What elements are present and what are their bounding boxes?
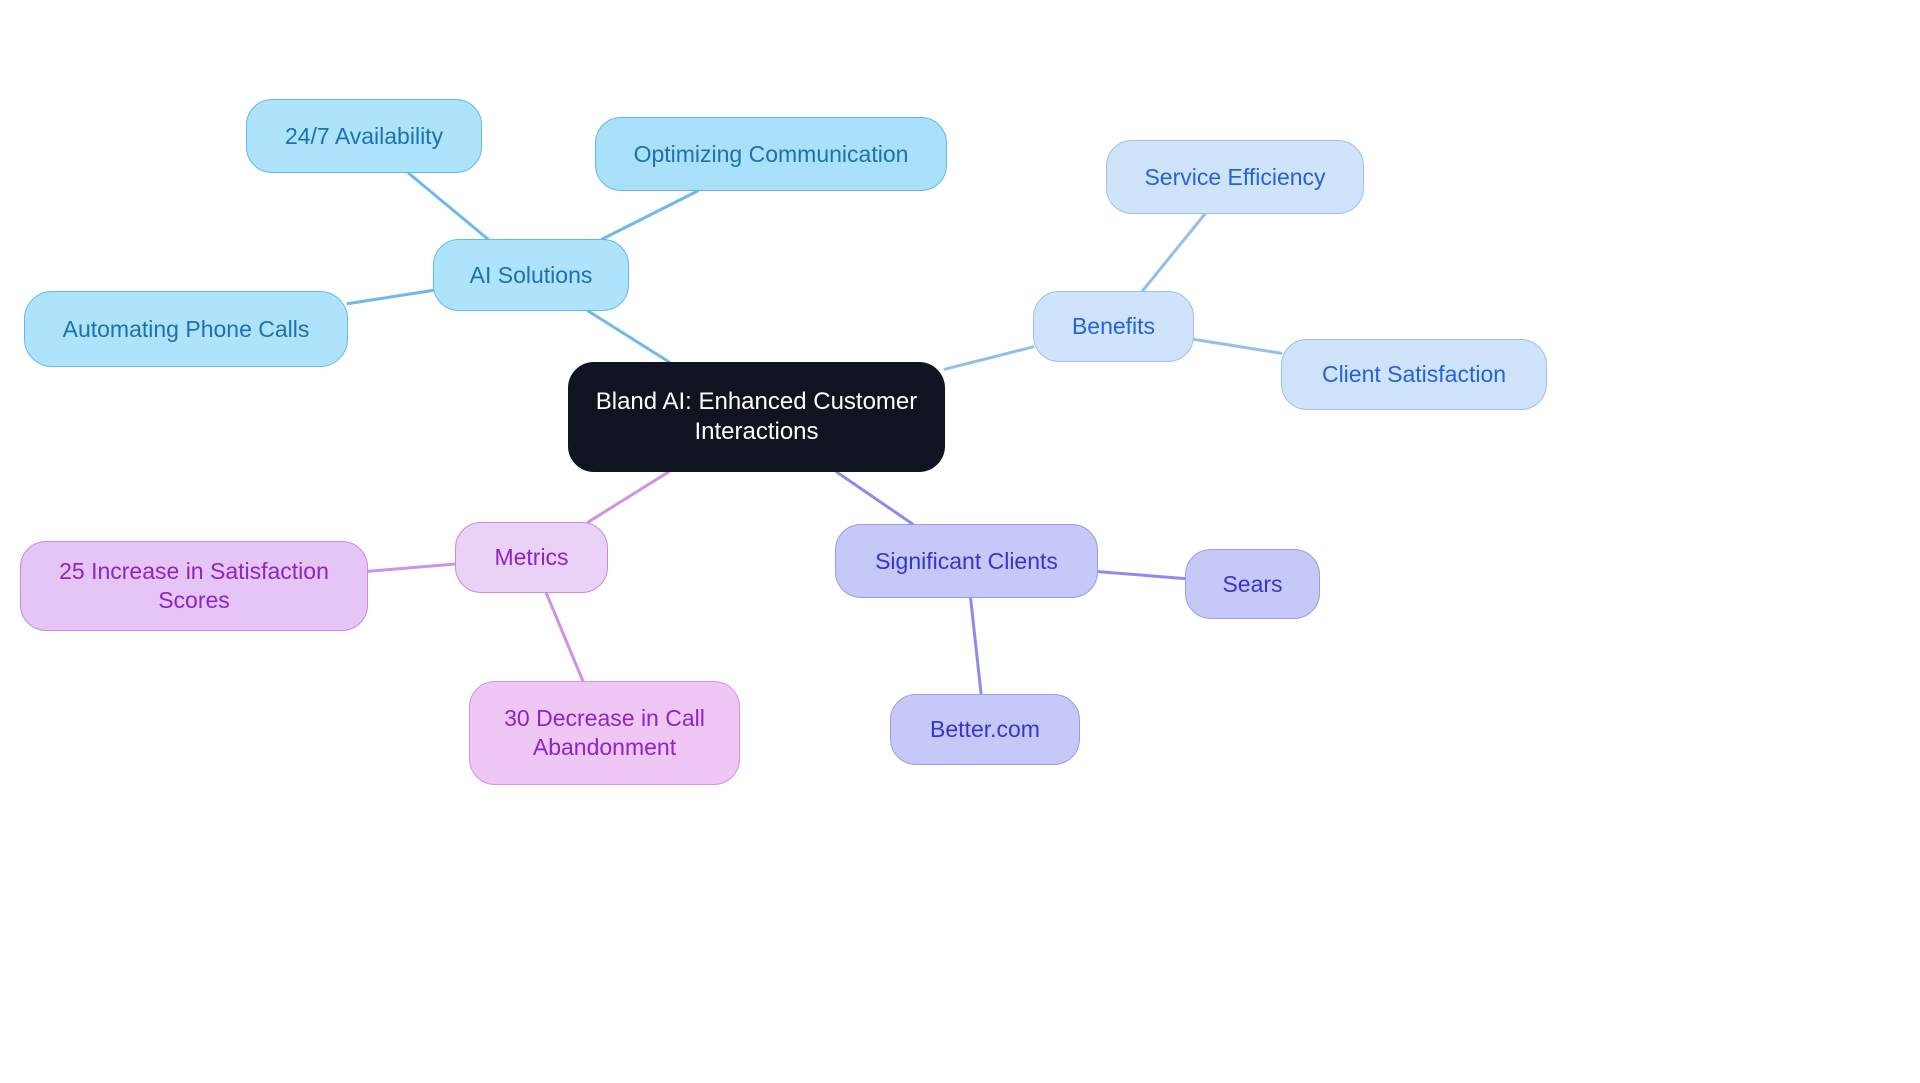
mindmap-edge-significant-clients-better-com xyxy=(969,596,983,696)
node-label: Automating Phone Calls xyxy=(62,315,310,342)
node-label: 24/7 Availability xyxy=(284,122,444,149)
mindmap-node-better-com[interactable]: Better.com xyxy=(890,694,1080,765)
node-label: Metrics xyxy=(494,544,569,571)
mindmap-edge-metrics-call-abandonment xyxy=(544,591,585,683)
node-label: Service Efficiency xyxy=(1144,163,1326,190)
mindmap-edge-ai-solutions-optimizing-communication xyxy=(600,189,700,241)
mindmap-node-metrics[interactable]: Metrics xyxy=(455,522,608,593)
mindmap-node-automating-phone-calls[interactable]: Automating Phone Calls xyxy=(24,291,348,367)
mindmap-edge-ai-solutions-availability xyxy=(406,171,490,241)
mindmap-edge-ai-solutions-automating-phone-calls xyxy=(346,288,435,306)
node-label: Better.com xyxy=(930,716,1040,743)
mindmap-node-availability[interactable]: 24/7 Availability xyxy=(246,99,482,173)
mindmap-node-call-abandonment[interactable]: 30 Decrease in Call Abandonment xyxy=(469,681,740,785)
node-label: Sears xyxy=(1222,570,1283,597)
mindmap-node-optimizing-communication[interactable]: Optimizing Communication xyxy=(595,117,947,191)
mindmap-edge-benefits-service-efficiency xyxy=(1140,212,1207,293)
mindmap-edge-root-ai-solutions xyxy=(586,309,671,364)
node-label: Bland AI: Enhanced Customer Interactions xyxy=(595,387,918,445)
mindmap-edge-root-metrics xyxy=(586,470,670,524)
mindmap-node-client-satisfaction[interactable]: Client Satisfaction xyxy=(1281,339,1547,410)
mindmap-node-service-efficiency[interactable]: Service Efficiency xyxy=(1106,140,1364,214)
node-label: Benefits xyxy=(1071,313,1156,340)
mindmap-node-ai-solutions[interactable]: AI Solutions xyxy=(433,239,629,311)
mindmap-node-satisfaction-scores[interactable]: 25 Increase in Satisfaction Scores xyxy=(20,541,368,631)
node-label: AI Solutions xyxy=(469,261,593,288)
mindmap-node-root[interactable]: Bland AI: Enhanced Customer Interactions xyxy=(568,362,945,472)
mindmap-node-sears[interactable]: Sears xyxy=(1185,549,1320,619)
mindmap-node-benefits[interactable]: Benefits xyxy=(1033,291,1194,362)
node-label: 25 Increase in Satisfaction Scores xyxy=(59,558,329,613)
node-label: Significant Clients xyxy=(875,547,1058,574)
node-label: Client Satisfaction xyxy=(1321,361,1507,388)
mindmap-edge-metrics-satisfaction-scores xyxy=(366,562,457,573)
mindmap-edge-benefits-client-satisfaction xyxy=(1192,337,1283,355)
mindmap-edge-root-benefits xyxy=(943,345,1035,371)
node-label: 30 Decrease in Call Abandonment xyxy=(504,705,705,760)
mindmap-node-significant-clients[interactable]: Significant Clients xyxy=(835,524,1098,598)
mindmap-edge-significant-clients-sears xyxy=(1096,570,1187,581)
node-label: Optimizing Communication xyxy=(633,140,909,167)
mindmap-edge-root-significant-clients xyxy=(835,470,915,526)
